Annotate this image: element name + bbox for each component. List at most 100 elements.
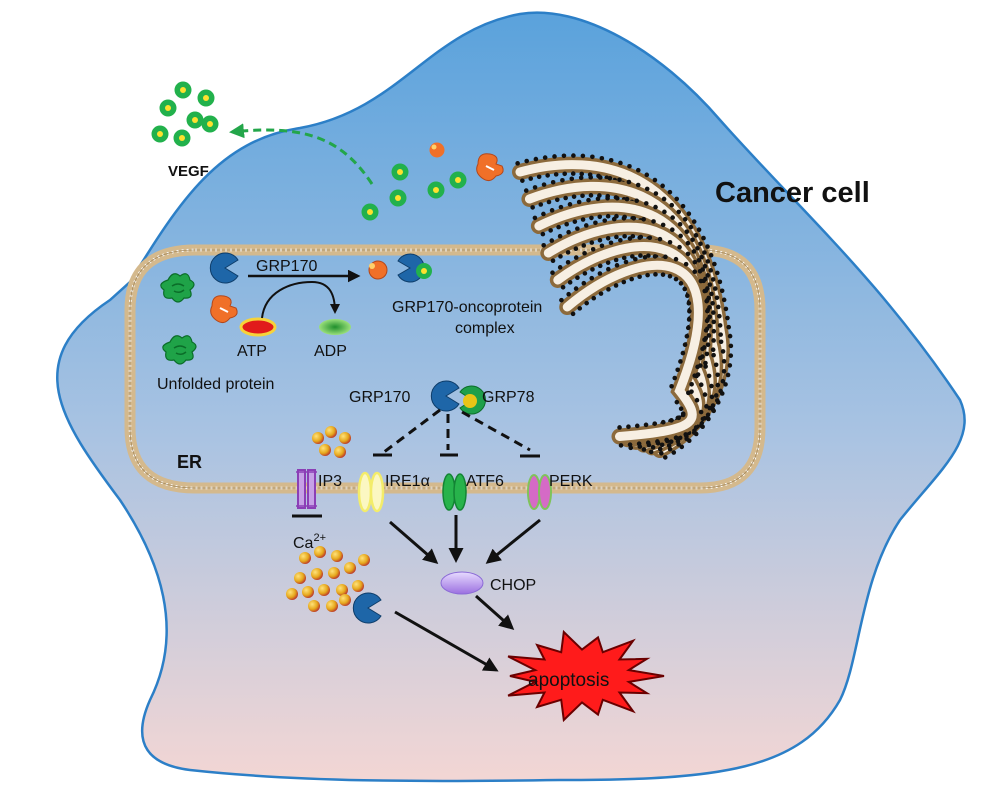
ribosome (641, 447, 647, 452)
ribosome (680, 203, 686, 209)
ribosome (696, 227, 702, 233)
ribosome (685, 240, 691, 246)
ribosome (630, 254, 635, 259)
ip3-label: IP3 (318, 473, 342, 490)
ribosome (718, 332, 723, 337)
ribosome (597, 237, 603, 243)
ribosome (669, 383, 674, 389)
ribosome (713, 393, 719, 398)
ribosome (528, 176, 534, 181)
ribosome (581, 280, 587, 286)
ribosome (533, 156, 539, 162)
ribosome (607, 175, 613, 181)
ribosome (580, 153, 586, 159)
ribosome (679, 444, 685, 450)
ribosome (682, 342, 688, 347)
apoptosis-label: apoptosis (528, 670, 609, 691)
ribosome (595, 196, 601, 202)
ribosome (684, 333, 690, 339)
ribosome (710, 300, 715, 306)
ribosome (675, 367, 680, 373)
ribosome (697, 355, 703, 361)
ribosome (720, 378, 726, 384)
ribosome (711, 338, 716, 343)
ribosome (717, 313, 722, 319)
ribosome (583, 223, 589, 228)
cancer-cell-title: Cancer cell (715, 177, 870, 209)
calcium-ion (336, 584, 348, 596)
ribosome (606, 287, 611, 292)
ribosome (613, 283, 619, 288)
ribosome (673, 435, 679, 441)
ribosome (712, 261, 717, 267)
ribosome (678, 281, 684, 286)
ribosome (589, 275, 595, 281)
ribosome (557, 233, 563, 239)
ribosome (589, 215, 594, 221)
vegf-dot (197, 89, 215, 107)
ribosome (720, 349, 726, 354)
ribosome (582, 271, 588, 276)
ribosome (660, 419, 666, 425)
ribosome (634, 198, 639, 204)
ribosome (698, 409, 704, 415)
ribosome (578, 175, 584, 181)
ribosome (659, 450, 664, 456)
grp170-protein-top (209, 252, 239, 284)
ribosome (695, 364, 700, 370)
ribosome (643, 422, 649, 428)
ribosome (717, 279, 723, 285)
er-label: ER (177, 452, 202, 472)
adp-molecule (319, 319, 351, 335)
ribosome (550, 258, 556, 263)
calcium-ion (358, 554, 370, 566)
ribosome (692, 373, 698, 378)
ribosome (661, 196, 667, 202)
ribosome (678, 359, 683, 364)
ribosome (608, 157, 614, 163)
ribosome (710, 403, 716, 408)
ribosome (693, 425, 699, 430)
ribosome (711, 310, 716, 315)
ribosome (608, 240, 614, 246)
ribosome (706, 373, 712, 379)
ribosome (571, 194, 577, 199)
ribosome (714, 398, 720, 403)
ribosome (728, 343, 734, 349)
calcium-ion (318, 584, 330, 596)
vegf-dot (186, 111, 204, 129)
ribosome (586, 197, 591, 203)
ribosome (597, 271, 603, 276)
ribosome (550, 270, 555, 276)
ribosome (606, 266, 611, 272)
ribosome (705, 273, 711, 278)
calcium-ion (325, 426, 337, 438)
ribosome (709, 394, 715, 400)
ribosome (613, 257, 619, 263)
ribosome (704, 351, 710, 357)
ribosome (725, 372, 731, 378)
ribosome (671, 450, 677, 455)
ribosome (686, 317, 692, 322)
unfolded-protein-bottom (162, 335, 197, 365)
ribosome (629, 276, 634, 282)
calcium-ion (302, 586, 314, 598)
ribosome (642, 255, 648, 260)
ip3-receptor (292, 469, 322, 518)
ribosome (709, 383, 714, 389)
ribosome (705, 308, 710, 314)
calcium-ion (339, 594, 351, 606)
inhibition-lines (373, 408, 540, 458)
ribosome (696, 258, 702, 263)
complex-label-line2: complex (455, 320, 515, 337)
ribosome (651, 219, 656, 224)
ribosome (622, 233, 627, 239)
ribosome (653, 191, 659, 196)
ribosome (584, 300, 589, 306)
ribosome (590, 154, 595, 160)
ribosome (708, 268, 714, 273)
vegf-label: VEGF (168, 163, 209, 180)
ribosome (689, 389, 694, 394)
